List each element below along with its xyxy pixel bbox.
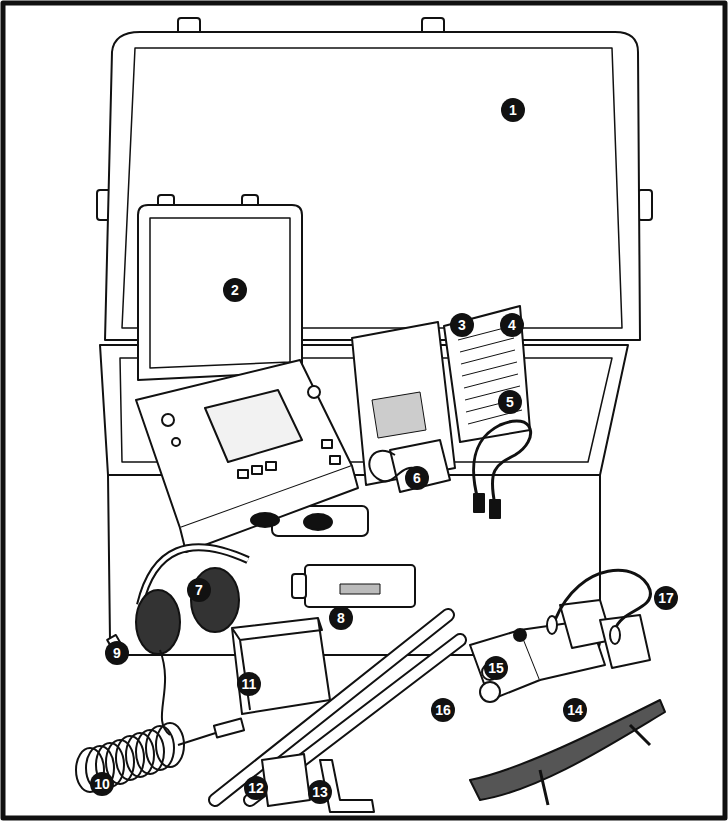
probe-cable <box>547 570 650 644</box>
callout-number: 15 <box>484 656 508 680</box>
callout-number: 12 <box>244 776 268 800</box>
callout-number: 1 <box>501 98 525 122</box>
callout-number: 5 <box>498 390 522 414</box>
headphones <box>136 547 248 654</box>
frame <box>3 3 725 818</box>
svg-text:​: ​ <box>247 381 249 382</box>
callout-number: 16 <box>431 698 455 722</box>
charger <box>390 440 450 492</box>
booklet <box>262 754 310 806</box>
scanner <box>470 600 650 702</box>
callout-number: 9 <box>105 641 129 665</box>
callout-number: 13 <box>308 780 332 804</box>
callout-number: 6 <box>405 466 429 490</box>
callout-number: 17 <box>654 586 678 610</box>
rods <box>215 615 460 800</box>
callout-number: 7 <box>187 578 211 602</box>
box <box>232 618 330 714</box>
coil-cord <box>76 650 225 792</box>
usb-cable <box>473 421 530 505</box>
callout-number: 14 <box>563 698 587 722</box>
callout-number: 4 <box>500 313 524 337</box>
callout-number: 3 <box>450 313 474 337</box>
sensor <box>292 565 415 607</box>
large-case <box>97 18 652 655</box>
callout-number: 2 <box>223 278 247 302</box>
callout-number: 10 <box>90 772 114 796</box>
callout-number: 8 <box>329 606 353 630</box>
instrument-case: ​ <box>136 195 358 552</box>
callout-number: 11 <box>237 672 261 696</box>
